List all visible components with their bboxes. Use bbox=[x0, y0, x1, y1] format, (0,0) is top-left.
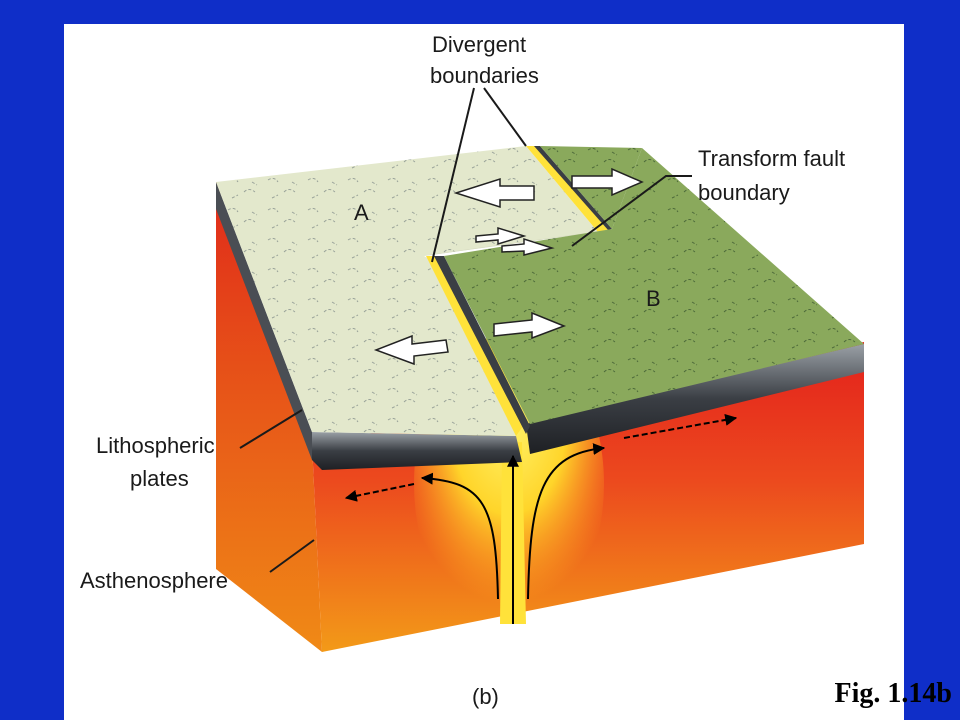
plate-b-surface bbox=[444, 148, 864, 424]
figure-caption: Fig. 1.14b bbox=[834, 678, 952, 709]
label-transform-line1: Transform fault bbox=[698, 146, 845, 171]
label-panel-tag: (b) bbox=[472, 684, 499, 709]
ridge-lower bbox=[426, 256, 530, 436]
lithosphere-band-right bbox=[526, 344, 864, 454]
arrow-flow-right bbox=[623, 413, 738, 439]
leader-lithosphere bbox=[239, 409, 303, 449]
arrow-curl-left bbox=[420, 472, 499, 600]
arrow-b-lower bbox=[493, 311, 567, 340]
label-asthenosphere: Asthenosphere bbox=[80, 568, 228, 593]
label-divergent-line2: boundaries bbox=[430, 63, 539, 88]
arrow-a-lower bbox=[373, 334, 449, 366]
label-transform-line2: boundary bbox=[698, 180, 790, 205]
leader-asthenosphere bbox=[269, 539, 315, 573]
leader-transform bbox=[571, 175, 692, 247]
leader-lines bbox=[239, 87, 692, 573]
label-lithospheric-line2: plates bbox=[130, 466, 189, 491]
block-left-face bbox=[216, 182, 322, 652]
convection-arrows bbox=[344, 413, 738, 624]
label-plate-b: B bbox=[646, 286, 661, 311]
leader-divergent-right bbox=[483, 87, 527, 147]
arrow-b-upper bbox=[571, 167, 644, 197]
plate-motion-arrows bbox=[373, 167, 644, 366]
arrow-curl-right bbox=[527, 443, 606, 600]
plate-a-surface bbox=[216, 146, 598, 436]
lithosphere-band-left bbox=[216, 182, 522, 470]
label-plate-a: A bbox=[354, 200, 369, 225]
figure-panel: Divergent boundaries Transform fault bou… bbox=[64, 24, 904, 720]
plate-boundary-diagram: Divergent boundaries Transform fault bou… bbox=[80, 32, 864, 709]
arrow-flow-left bbox=[344, 483, 415, 502]
label-divergent-line1: Divergent bbox=[432, 32, 526, 57]
arrow-a-right bbox=[501, 237, 555, 256]
arrow-a-upper bbox=[453, 177, 535, 209]
transform-fault-gap bbox=[424, 230, 608, 256]
leader-divergent-left bbox=[431, 87, 475, 263]
label-lithospheric-line1: Lithospheric bbox=[96, 433, 215, 458]
arrow-a-left bbox=[475, 226, 527, 246]
